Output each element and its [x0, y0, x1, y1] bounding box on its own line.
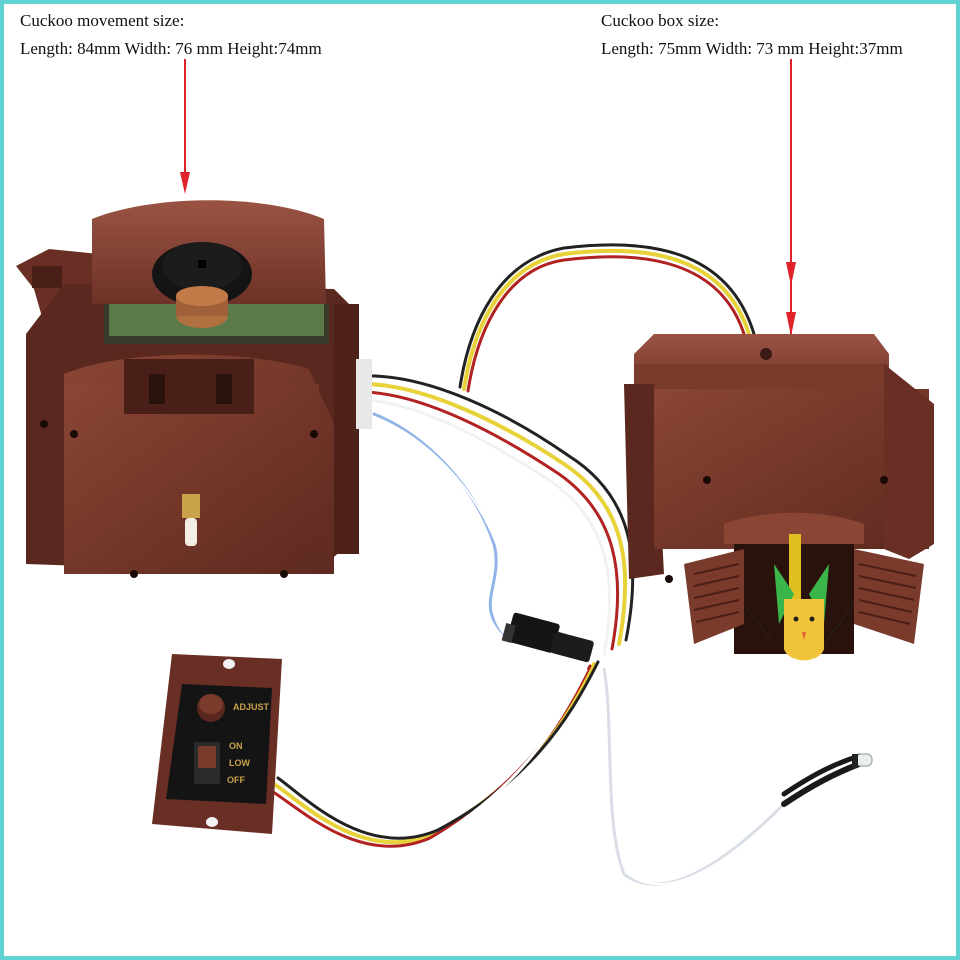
box-size-dimensions: Length: 75mm Width: 73 mm Height:37mm: [601, 39, 903, 58]
movement-size-title: Cuckoo movement size:: [20, 11, 185, 30]
cuckoo-movement-unit: [16, 200, 372, 578]
product-photo: [16, 59, 934, 886]
cuckoo-bird: [774, 534, 829, 661]
adjust-knob[interactable]: [197, 694, 225, 722]
control-switch-panel: [152, 654, 282, 834]
wire-connector: [501, 612, 594, 663]
power-switch[interactable]: [194, 742, 220, 784]
on-label: ON: [229, 741, 243, 751]
cuckoo-box-unit: [624, 334, 934, 661]
adjust-label: ADJUST: [233, 702, 270, 712]
box-size-title: Cuckoo box size:: [601, 11, 720, 30]
right-door: [854, 549, 924, 644]
box-arrow-head: [786, 262, 796, 286]
led-bulb: [852, 753, 873, 768]
off-label: OFF: [227, 775, 245, 785]
wire-bundle: [264, 243, 862, 886]
movement-size-dimensions: Length: 84mm Width: 76 mm Height:74mm: [20, 39, 322, 58]
low-label: LOW: [229, 758, 250, 768]
movement-arrow-head: [180, 172, 190, 194]
left-door: [684, 549, 744, 644]
